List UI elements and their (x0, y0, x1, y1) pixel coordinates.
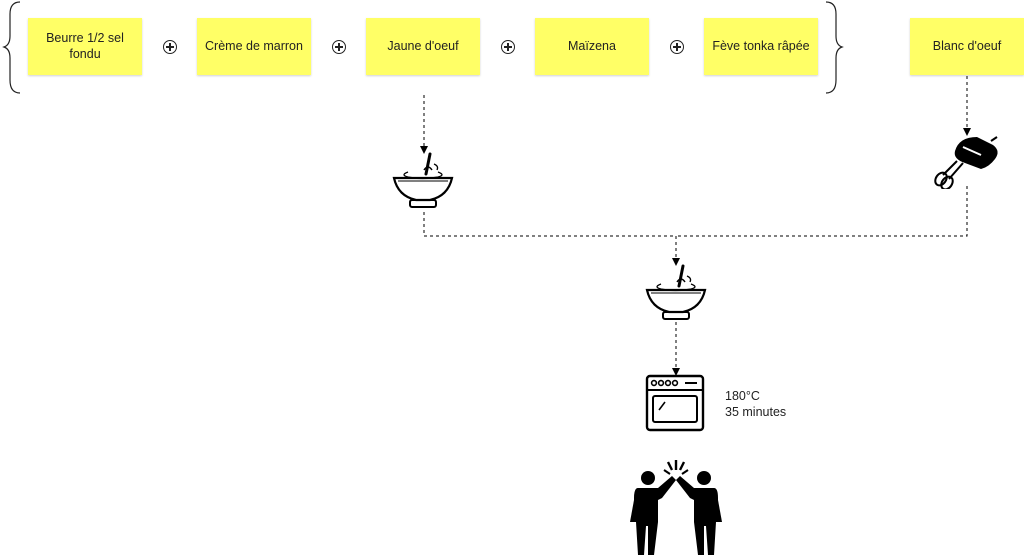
ingredient-label: Fève tonka râpée (712, 38, 810, 53)
high-five-icon (630, 460, 722, 555)
ingredient-label: Maïzena (568, 38, 616, 53)
merge-line-left (423, 212, 676, 237)
ingredient-label: Blanc d'oeuf (932, 38, 1002, 53)
plus-icon (163, 40, 177, 54)
mixing-bowl-icon (645, 264, 707, 320)
oven-temperature: 180°C (725, 389, 760, 403)
ingredient-note-creme-de-marron[interactable]: Crème de marron (197, 18, 311, 75)
plus-icon (670, 40, 684, 54)
oven-settings: 180°C 35 minutes (725, 388, 786, 420)
ingredient-label: Crème de marron (205, 38, 303, 53)
ingredient-note-jaune-d-oeuf[interactable]: Jaune d'oeuf (366, 18, 480, 75)
hand-mixer-icon (934, 136, 998, 189)
ingredient-note-feve-tonka[interactable]: Fève tonka râpée (704, 18, 818, 75)
ingredient-label: Beurre 1/2 sel fondu (46, 30, 124, 61)
ingredient-note-maizena[interactable]: Maïzena (535, 18, 649, 75)
left-brace (2, 1, 21, 94)
ingredient-label: Jaune d'oeuf (387, 38, 459, 53)
plus-icon (332, 40, 346, 54)
oven-icon (645, 374, 705, 432)
ingredient-note-blanc-d-oeuf[interactable]: Blanc d'oeuf (910, 18, 1024, 75)
oven-duration: 35 minutes (725, 405, 787, 419)
merge-line-right (676, 186, 968, 237)
plus-icon (501, 40, 515, 54)
right-brace (825, 1, 844, 94)
ingredient-note-beurre[interactable]: Beurre 1/2 sel fondu (28, 18, 142, 75)
mixing-bowl-icon (392, 152, 454, 208)
